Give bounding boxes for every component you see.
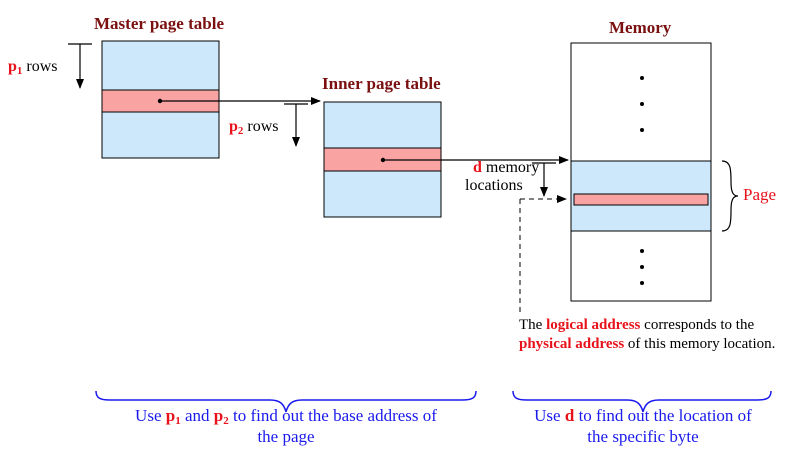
caption-text: and <box>180 406 214 425</box>
page-brace <box>721 160 739 232</box>
p2-rows-text: rows <box>247 118 279 135</box>
ellipsis-dot <box>640 128 644 132</box>
right-caption-line-1: Use d to find out the location of <box>502 407 784 425</box>
inner-page-table <box>323 101 442 218</box>
ellipsis-dot <box>640 102 644 106</box>
master-table-title: Master page table <box>94 14 224 33</box>
memory-byte-location <box>573 193 709 206</box>
left-caption-brace <box>95 390 477 413</box>
caption-p2: p <box>213 406 224 425</box>
master-page-table <box>101 40 220 159</box>
ellipsis-dot <box>640 281 644 285</box>
caption-text: to find out the base address of <box>228 406 437 425</box>
caption-d: d <box>564 406 575 425</box>
note-pointer <box>519 195 567 312</box>
caption-p1-sub: 1 <box>175 415 181 427</box>
note-line-2: physical address of this memory location… <box>519 335 775 353</box>
p2-sub: 2 <box>237 125 244 137</box>
d-var: d <box>473 159 482 176</box>
right-caption-line-2: the specific byte <box>587 427 699 446</box>
memory-block <box>570 42 712 302</box>
left-caption-line-1: Use p1 and p2 to find out the base addre… <box>86 407 486 430</box>
d-line1: memory <box>485 159 540 176</box>
left-caption-line-2: the page <box>257 427 315 446</box>
physical-address-term: physical address <box>519 336 625 352</box>
caption-text: to find out the location of <box>574 406 752 425</box>
caption-p1: p <box>165 406 176 425</box>
p1-var: p <box>8 58 17 75</box>
p1-rows-label: p1 rows <box>8 58 58 80</box>
p2-offset-arrow <box>284 103 308 147</box>
note-text: corresponds to the <box>640 317 755 333</box>
note-line-1: The logical address corresponds to the <box>519 316 754 334</box>
ellipsis-dot <box>640 76 644 80</box>
ellipsis-dot <box>640 249 644 253</box>
caption-p2-sub: 2 <box>223 415 229 427</box>
page-label: Page <box>743 185 777 204</box>
caption-text: Use <box>135 406 166 425</box>
inner-table-title: Inner page table <box>322 74 441 93</box>
p2-var: p <box>229 118 238 135</box>
p1-offset-arrow <box>68 43 92 89</box>
d-memory-label: d memory <box>473 159 539 177</box>
p1-sub: 1 <box>16 65 23 77</box>
d-offset-arrow <box>532 162 556 197</box>
logical-address-term: logical address <box>546 317 641 333</box>
note-text: The <box>519 317 547 333</box>
memory-title: Memory <box>609 18 672 37</box>
note-text: of this memory location. <box>624 336 776 352</box>
caption-text: Use <box>534 406 565 425</box>
right-caption-brace <box>512 390 772 413</box>
p1-rows-text: rows <box>26 58 58 75</box>
d-locations-label: locations <box>465 177 523 194</box>
p2-rows-label: p2 rows <box>229 118 279 140</box>
ellipsis-dot <box>640 265 644 269</box>
